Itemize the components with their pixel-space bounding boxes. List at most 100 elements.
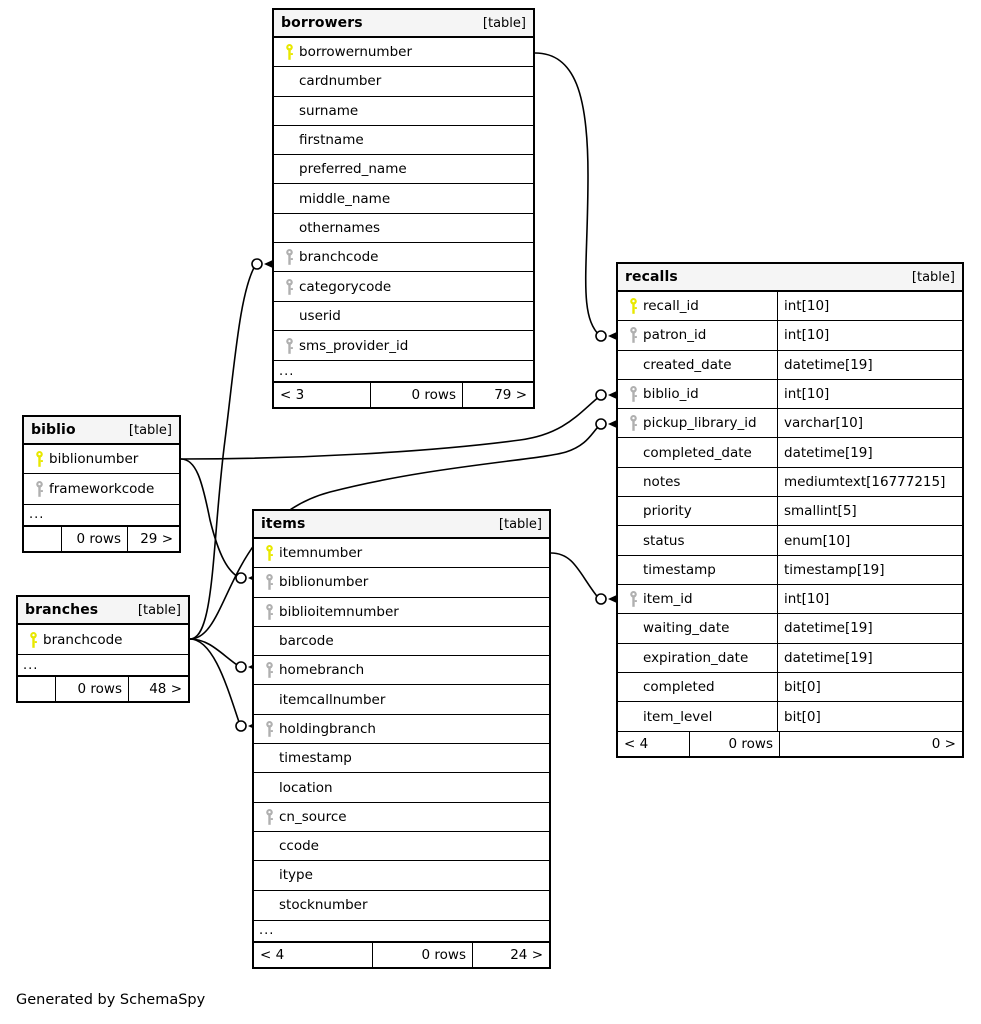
no-key-spacer — [280, 190, 299, 207]
foreign-key-icon — [280, 249, 299, 266]
footer-parents-count[interactable] — [24, 527, 61, 551]
table-type-tag: [table] — [482, 15, 526, 31]
table-title: branches — [25, 602, 99, 618]
footer-parents-count[interactable]: < 4 — [260, 946, 285, 963]
footer-parents-count[interactable] — [18, 677, 55, 701]
footer-row-count: 0 rows — [372, 942, 472, 967]
column-row-stocknumber[interactable]: stocknumber — [254, 891, 549, 920]
column-row-itemnumber[interactable]: itemnumber — [254, 539, 549, 569]
edge-biblio-items — [180, 458, 241, 579]
table-footer: 0 rows 48 > — [18, 676, 188, 702]
no-key-spacer — [280, 219, 299, 236]
column-row-othernames[interactable]: othernames — [274, 214, 533, 244]
footer-parents-count[interactable]: < 4 — [624, 736, 649, 753]
column-row-sms_provider_id[interactable]: sms_provider_id — [274, 331, 533, 360]
footer-parents-count[interactable]: < 3 — [280, 387, 305, 404]
column-row-middle_name[interactable]: middle_name — [274, 184, 533, 214]
column-row-item_id[interactable]: item_id int[10] — [618, 584, 962, 615]
column-label: status — [643, 532, 685, 549]
column-label: pickup_library_id — [643, 415, 757, 432]
column-row-homebranch[interactable]: homebranch — [254, 656, 549, 686]
column-name-cell: ccode — [254, 832, 549, 860]
edge-branches-items-holding — [189, 638, 241, 726]
footer-children-count[interactable]: 0 > — [779, 732, 962, 757]
column-row-status[interactable]: status enum[10] — [618, 526, 962, 556]
column-name-cell: stocknumber — [254, 891, 549, 920]
column-type-cell: enum[10] — [777, 526, 962, 555]
column-type-label: datetime[19] — [784, 620, 873, 637]
column-row-preferred_name[interactable]: preferred_name — [274, 155, 533, 185]
column-label: created_date — [643, 356, 732, 373]
table-footer: < 3 0 rows 79 > — [274, 382, 533, 408]
column-row-frameworkcode[interactable]: frameworkcode — [24, 474, 179, 503]
foreign-key-icon — [280, 278, 299, 295]
column-type-label: smallint[5] — [784, 503, 857, 520]
column-row-ccode[interactable]: ccode — [254, 832, 549, 862]
column-row-firstname[interactable]: firstname — [274, 126, 533, 156]
column-row-categorycode[interactable]: categorycode — [274, 272, 533, 302]
footer-children-count[interactable]: 24 > — [472, 942, 549, 967]
column-label: biblioitemnumber — [279, 603, 399, 620]
column-row-biblioitemnumber[interactable]: biblioitemnumber — [254, 598, 549, 627]
column-name-cell: branchcode — [274, 243, 533, 271]
column-row-userid[interactable]: userid — [274, 302, 533, 331]
column-label: itype — [279, 867, 313, 884]
column-row-branchcode[interactable]: branchcode — [274, 243, 533, 273]
column-type-cell: int[10] — [777, 584, 962, 614]
column-label: borrowernumber — [299, 44, 413, 61]
column-label: item_id — [643, 591, 693, 608]
table-branches[interactable]: branches [table] branchcode ... 0 rows 4… — [16, 595, 190, 704]
no-key-spacer — [624, 620, 643, 637]
column-label: middle_name — [299, 190, 391, 207]
column-row-surname[interactable]: surname — [274, 97, 533, 126]
column-label: location — [279, 779, 333, 796]
column-row-location[interactable]: location — [254, 773, 549, 803]
footer-children-count[interactable]: 29 > — [127, 526, 179, 551]
column-row-itype[interactable]: itype — [254, 861, 549, 891]
column-row-cn_source[interactable]: cn_source — [254, 803, 549, 832]
no-key-spacer — [260, 779, 279, 796]
footer-children-count[interactable]: 48 > — [128, 677, 188, 702]
column-name-cell: completed — [618, 673, 777, 701]
column-row-biblionumber[interactable]: biblionumber — [254, 568, 549, 598]
column-row-holdingbranch[interactable]: holdingbranch — [254, 715, 549, 745]
column-row-borrowernumber[interactable]: borrowernumber — [274, 38, 533, 68]
column-row-cardnumber[interactable]: cardnumber — [274, 67, 533, 97]
no-key-spacer — [624, 561, 643, 578]
column-name-cell: biblioitemnumber — [254, 598, 549, 626]
column-name-cell: borrowernumber — [274, 38, 533, 66]
column-label: stocknumber — [279, 897, 368, 914]
column-label: patron_id — [643, 327, 707, 344]
column-label: timestamp — [279, 750, 352, 767]
column-list: branchcode — [18, 625, 188, 654]
column-type-cell: datetime[19] — [777, 614, 962, 643]
column-row-biblionumber[interactable]: biblionumber — [24, 445, 179, 475]
column-row-timestamp[interactable]: timestamp — [254, 744, 549, 774]
column-name-cell: userid — [274, 302, 533, 330]
column-row-barcode[interactable]: barcode — [254, 627, 549, 657]
foreign-key-icon — [260, 603, 279, 620]
column-row-branchcode[interactable]: branchcode — [18, 625, 188, 654]
column-row-itemcallnumber[interactable]: itemcallnumber — [254, 685, 549, 715]
no-key-spacer — [260, 691, 279, 708]
footer-children-count[interactable]: 79 > — [462, 383, 533, 408]
